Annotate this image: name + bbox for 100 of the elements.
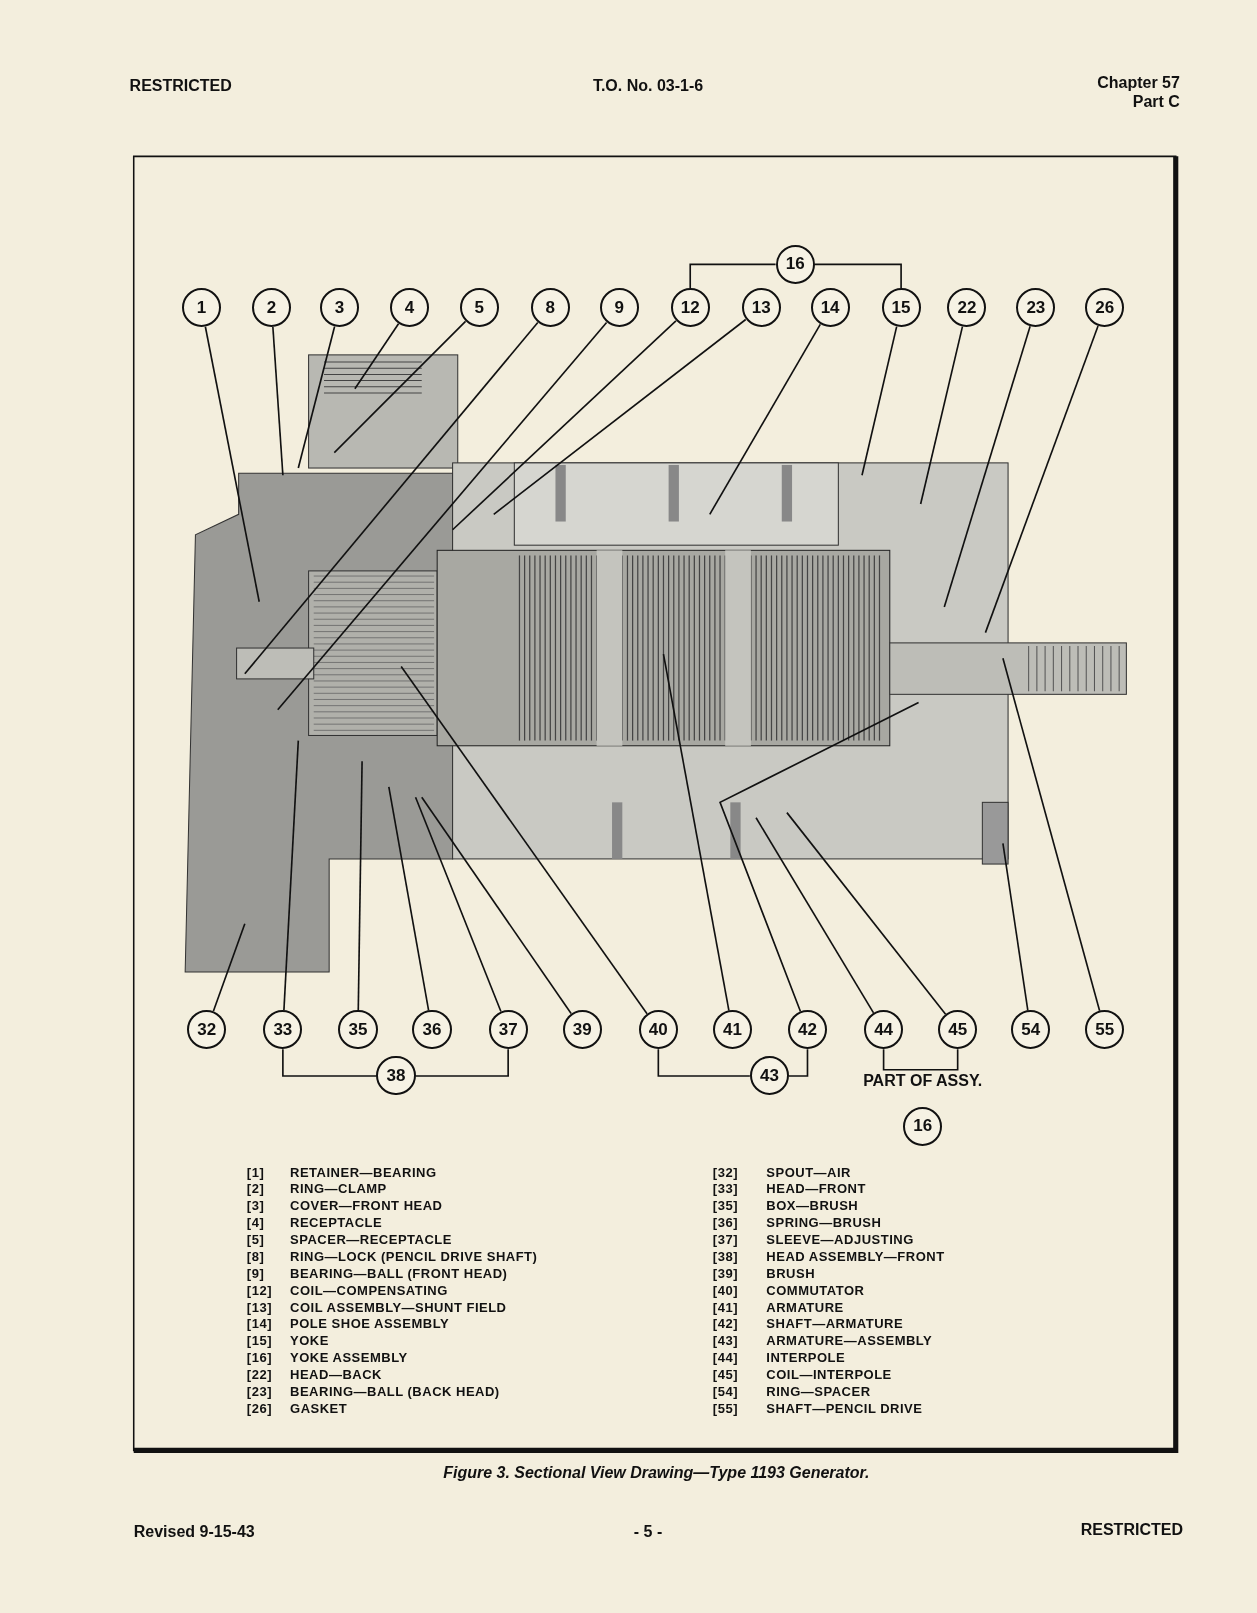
part-number: [43] — [712, 1333, 738, 1349]
part-number: [33] — [712, 1181, 738, 1197]
leader-line — [420, 796, 572, 1015]
part-number: [23] — [246, 1383, 272, 1399]
callout-number: 44 — [864, 1010, 904, 1050]
part-number: [54] — [712, 1383, 738, 1399]
callout-number: 8 — [530, 288, 570, 328]
part-number: [2] — [246, 1181, 265, 1197]
callout-number: 36 — [412, 1010, 452, 1050]
callout-number: 37 — [488, 1010, 528, 1050]
part-number: [42] — [712, 1316, 738, 1332]
callout-number: 35 — [338, 1010, 378, 1050]
figure-caption: Figure 3. Sectional View Drawing—Type 1193 Generator. — [443, 1463, 870, 1482]
leader-line — [1002, 657, 1101, 1012]
part-number: [14] — [246, 1316, 272, 1332]
part-number: [38] — [712, 1248, 738, 1264]
callout-number: 38 — [376, 1056, 416, 1096]
part-name: ARMATURE — [766, 1299, 844, 1315]
bracket-line — [882, 1048, 959, 1071]
part-number: [13] — [246, 1299, 272, 1315]
part-name: RECEPTACLE — [290, 1215, 383, 1231]
part-number: [45] — [712, 1367, 738, 1383]
callout-number: 14 — [810, 288, 850, 328]
bracket-line — [813, 263, 902, 289]
leader-line — [451, 320, 677, 531]
callout-number: 22 — [947, 288, 987, 328]
callout-number: 16 — [903, 1106, 943, 1146]
page-header-text: Chapter 57 — [1097, 74, 1180, 93]
part-name: RING—LOCK (PENCIL DRIVE SHAFT) — [290, 1248, 538, 1264]
part-number: [15] — [246, 1333, 272, 1349]
part-name: SHAFT—ARMATURE — [766, 1316, 904, 1332]
leader-line — [357, 760, 363, 1011]
part-name: SPRING—BRUSH — [766, 1215, 882, 1231]
leader-line — [333, 320, 467, 454]
part-name: SLEEVE—ADJUSTING — [766, 1232, 914, 1248]
part-number: [36] — [712, 1215, 738, 1231]
assembly-note: PART OF ASSY. — [863, 1071, 983, 1090]
part-name: COIL—COMPENSATING — [290, 1282, 448, 1298]
part-name: YOKE ASSEMBLY — [290, 1350, 408, 1366]
callout-number: 43 — [749, 1056, 789, 1096]
part-name: SPACER—RECEPTACLE — [290, 1232, 452, 1248]
part-name: POLE SHOE ASSEMBLY — [290, 1316, 450, 1332]
part-number: [44] — [712, 1350, 738, 1366]
callout-number: 3 — [319, 288, 359, 328]
callout-number: 13 — [741, 288, 781, 328]
part-name: COMMUTATOR — [766, 1282, 865, 1298]
callout-number: 12 — [670, 288, 710, 328]
part-name: SHAFT—PENCIL DRIVE — [766, 1400, 923, 1416]
leader-line — [297, 325, 336, 469]
part-number: [5] — [246, 1232, 265, 1248]
page-header-text: T.O. No. 03-1-6 — [592, 76, 704, 95]
part-name: BOX—BRUSH — [766, 1198, 859, 1214]
part-name: BEARING—BALL (FRONT HEAD) — [290, 1265, 508, 1281]
part-name: HEAD—FRONT — [766, 1181, 866, 1197]
leader-line — [708, 323, 822, 516]
leader-line — [786, 811, 947, 1016]
leader-line — [984, 325, 1099, 634]
leader-line — [272, 326, 284, 477]
leader-line — [1002, 842, 1029, 1012]
callout-number: 9 — [599, 288, 639, 328]
leader-line — [400, 665, 648, 1015]
part-number: [26] — [246, 1400, 272, 1416]
part-name: BRUSH — [766, 1265, 816, 1281]
callout-number: 54 — [1011, 1010, 1051, 1050]
leader-line — [662, 653, 730, 1012]
bracket-line — [414, 1048, 509, 1077]
leader-line — [755, 816, 875, 1014]
leader-line — [276, 321, 608, 711]
part-name: COIL—INTERPOLE — [766, 1367, 892, 1383]
part-number: [4] — [246, 1215, 265, 1231]
page-header-text: Revised 9-15-43 — [133, 1522, 255, 1541]
callout-number: 4 — [389, 288, 429, 328]
part-name: RING—SPACER — [766, 1383, 871, 1399]
part-number: [8] — [246, 1248, 265, 1264]
page-header-text: RESTRICTED — [1080, 1520, 1183, 1539]
leader-line — [492, 318, 747, 516]
part-name: COVER—FRONT HEAD — [290, 1198, 443, 1214]
callout-number: 32 — [187, 1010, 227, 1050]
leader-line — [919, 325, 964, 505]
part-number: [40] — [712, 1282, 738, 1298]
part-name: INTERPOLE — [766, 1350, 846, 1366]
part-name: HEAD—BACK — [290, 1367, 382, 1383]
callout-number: 41 — [712, 1010, 752, 1050]
part-name: YOKE — [290, 1333, 329, 1349]
part-number: [41] — [712, 1299, 738, 1315]
leader-line — [283, 739, 300, 1011]
page-header-text: - 5 - — [633, 1522, 663, 1541]
leader-line — [212, 922, 246, 1013]
bracket-line — [788, 1048, 809, 1077]
leader-line — [388, 786, 430, 1012]
leader-line — [414, 796, 502, 1013]
part-name: RING—CLAMP — [290, 1181, 387, 1197]
callout-number: 2 — [252, 288, 292, 328]
callout-number: 26 — [1085, 288, 1125, 328]
leader-line — [354, 322, 400, 390]
callout-number: 5 — [459, 288, 499, 328]
part-number: [39] — [712, 1265, 738, 1281]
callout-number: 15 — [881, 288, 921, 328]
callout-number: 16 — [775, 244, 815, 284]
part-number: [9] — [246, 1265, 265, 1281]
